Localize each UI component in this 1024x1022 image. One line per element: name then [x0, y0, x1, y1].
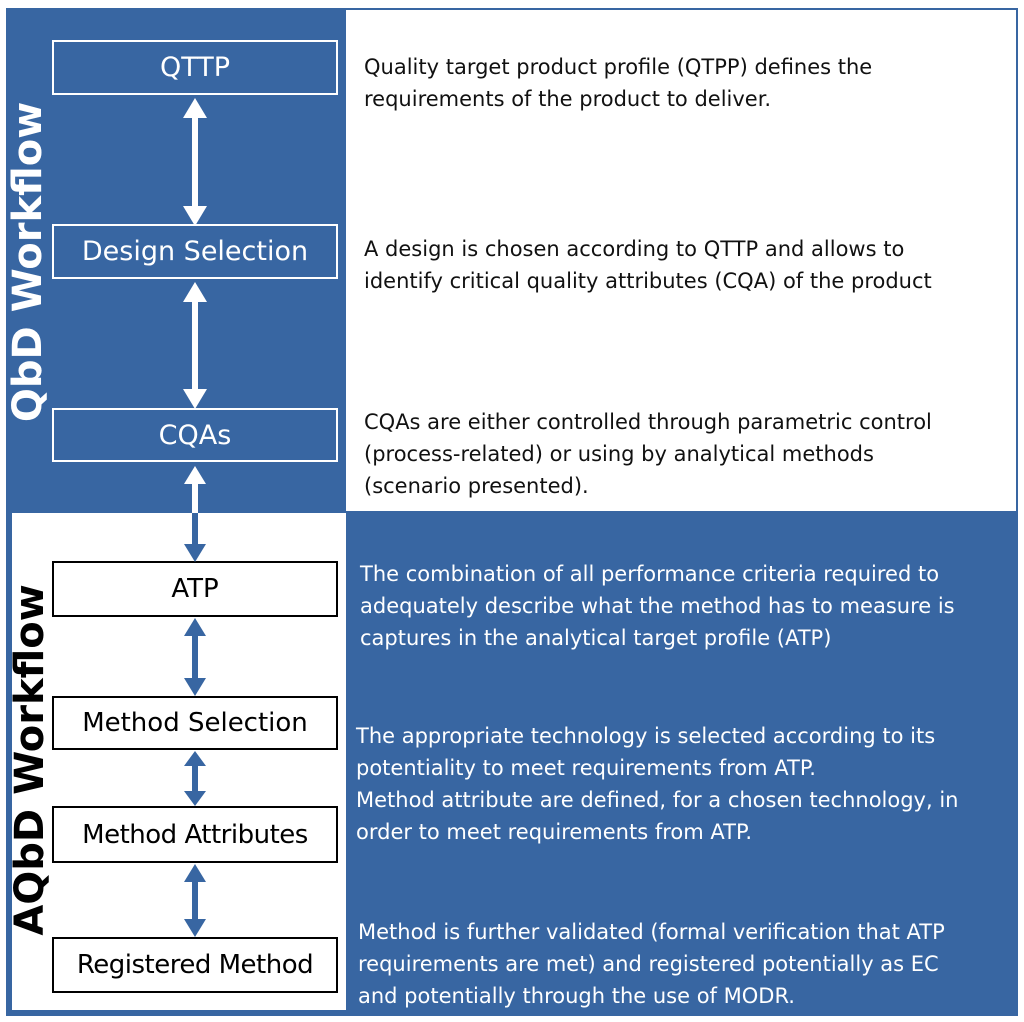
description-line: Method is further validated (formal veri…: [358, 920, 945, 944]
description-line: CQAs are either controlled through param…: [364, 410, 932, 434]
description-line: requirements are met) and registered pot…: [358, 952, 939, 976]
description-line: (process-related) or using by analytical…: [364, 442, 874, 466]
description-line: A design is chosen according to QTTP and…: [364, 237, 905, 261]
qttp-description: Quality target product profile (QTPP) de…: [364, 51, 872, 115]
description-line: adequately describe what the method has …: [360, 594, 955, 618]
description-line: Method attribute are defined, for a chos…: [356, 788, 959, 812]
method-selection-box: Method Selection: [52, 696, 338, 750]
description-line: and potentially through the use of MODR.: [358, 984, 795, 1008]
method-selection-attributes-description: The appropriate technology is selected a…: [356, 720, 958, 848]
qttp-box: QTTP: [52, 40, 338, 95]
description-line: requirements of the product to deliver.: [364, 87, 772, 111]
cqas-description: CQAs are either controlled through param…: [364, 406, 932, 502]
design-selection-description: A design is chosen according to QTTP and…: [364, 233, 932, 297]
registered-method-box: Registered Method: [52, 937, 338, 993]
description-line: order to meet requirements from ATP.: [356, 820, 753, 844]
cqas-box: CQAs: [52, 408, 338, 462]
method-attributes-box: Method Attributes: [52, 806, 338, 863]
description-line: potentiality to meet requirements from A…: [356, 756, 816, 780]
description-line: captures in the analytical target profil…: [360, 626, 832, 650]
description-line: The combination of all performance crite…: [360, 562, 940, 586]
description-line: identify critical quality attributes (CQ…: [364, 269, 932, 293]
atp-box: ATP: [52, 561, 338, 617]
registered-method-description: Method is further validated (formal veri…: [358, 916, 945, 1012]
aqbd-workflow-title: AQbD Workflow: [7, 584, 53, 936]
qbd-description-panel: [346, 8, 1018, 513]
aqbd-description-panel: [346, 513, 1018, 1016]
description-line: The appropriate technology is selected a…: [356, 724, 936, 748]
description-line: (scenario presented).: [364, 474, 589, 498]
design-selection-box: Design Selection: [52, 224, 338, 279]
qbd-workflow-title: QbD Workflow: [5, 101, 51, 423]
atp-description: The combination of all performance crite…: [360, 558, 955, 654]
description-line: Quality target product profile (QTPP) de…: [364, 55, 873, 79]
